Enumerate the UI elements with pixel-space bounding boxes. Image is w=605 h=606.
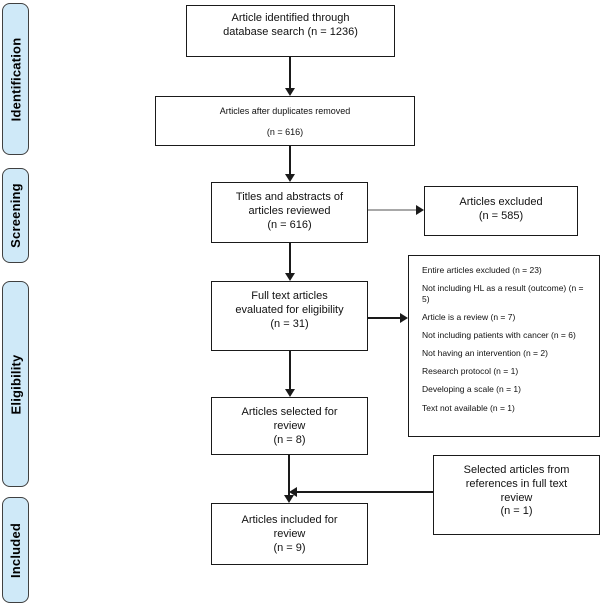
stage-identification: Identification [2,3,29,155]
box-titles-abstracts: Titles and abstracts of articles reviewe… [211,182,368,243]
exclusion-reason-item: Not having an intervention (n = 2) [422,348,548,359]
box-articles-excluded: Articles excluded (n = 585) [424,186,578,236]
connector-titles-to-fulltext [289,243,291,274]
box-full-text-text: Full text articles evaluated for eligibi… [235,290,344,330]
connector-references-to-included [297,491,433,493]
exclusion-reason-item: Research protocol (n = 1) [422,366,519,377]
stage-screening-label: Screening [8,183,23,248]
connector-titles-to-excluded [368,209,417,211]
box-from-references-text: Selected articles from references in ful… [463,464,570,518]
exclusion-reason-item: Not including patients with cancer (n = … [422,330,576,340]
arrowhead-down-icon [285,174,295,182]
exclusion-reason-item: Not including HL as a result (outcome) (… [422,283,584,304]
connector-duplicates-to-titles [289,146,291,175]
box-from-references: Selected articles from references in ful… [433,455,600,535]
arrowhead-down-icon [285,88,295,96]
exclusion-reason-item: Developing a scale (n = 1) [422,384,521,395]
box-selected-for-review-text: Articles selected for review (n = 8) [241,406,338,446]
box-after-duplicates: Articles after duplicates removed (n = 6… [155,96,415,146]
arrowhead-down-icon [285,273,295,281]
arrowhead-left-icon [289,487,297,497]
box-identified: Article identified through database sear… [186,5,395,57]
box-after-duplicates-count: (n = 616) [266,127,304,138]
box-articles-excluded-text: Articles excluded (n = 585) [459,196,543,222]
box-identified-text: Article identified through database sear… [223,12,358,38]
box-full-text: Full text articles evaluated for eligibi… [211,281,368,351]
exclusion-reason-item: Article is a review (n = 7) [422,311,516,322]
connector-selected-to-included [288,455,290,496]
box-included-for-review-text: Articles included for review (n = 9) [241,514,338,554]
stage-identification-label: Identification [8,37,24,121]
arrowhead-down-icon [285,389,295,397]
box-exclusion-reasons: Entire articles excluded (n = 23) Not inc… [408,255,600,437]
connector-identified-to-duplicates [289,57,291,89]
box-included-for-review: Articles included for review (n = 9) [211,503,368,565]
exclusion-reason-item: Entire articles excluded (n = 23) [422,265,542,275]
box-titles-abstracts-text: Titles and abstracts of articles reviewe… [235,191,344,231]
stage-screening: Screening [2,168,29,263]
connector-fulltext-to-selected [289,351,291,390]
stage-included: Included [2,497,29,603]
stage-eligibility-label: Eligibility [8,354,24,414]
connector-fulltext-to-reasons [368,317,401,319]
arrowhead-down-icon [284,495,294,503]
stage-eligibility: Eligibility [2,281,29,487]
box-selected-for-review: Articles selected for review (n = 8) [211,397,368,455]
exclusion-reason-item: Text not available (n = 1) [422,402,515,413]
arrowhead-right-icon [416,205,424,215]
arrowhead-right-icon [400,313,408,323]
stage-included-label: Included [8,522,23,578]
box-after-duplicates-text: Articles after duplicates removed [219,106,351,116]
